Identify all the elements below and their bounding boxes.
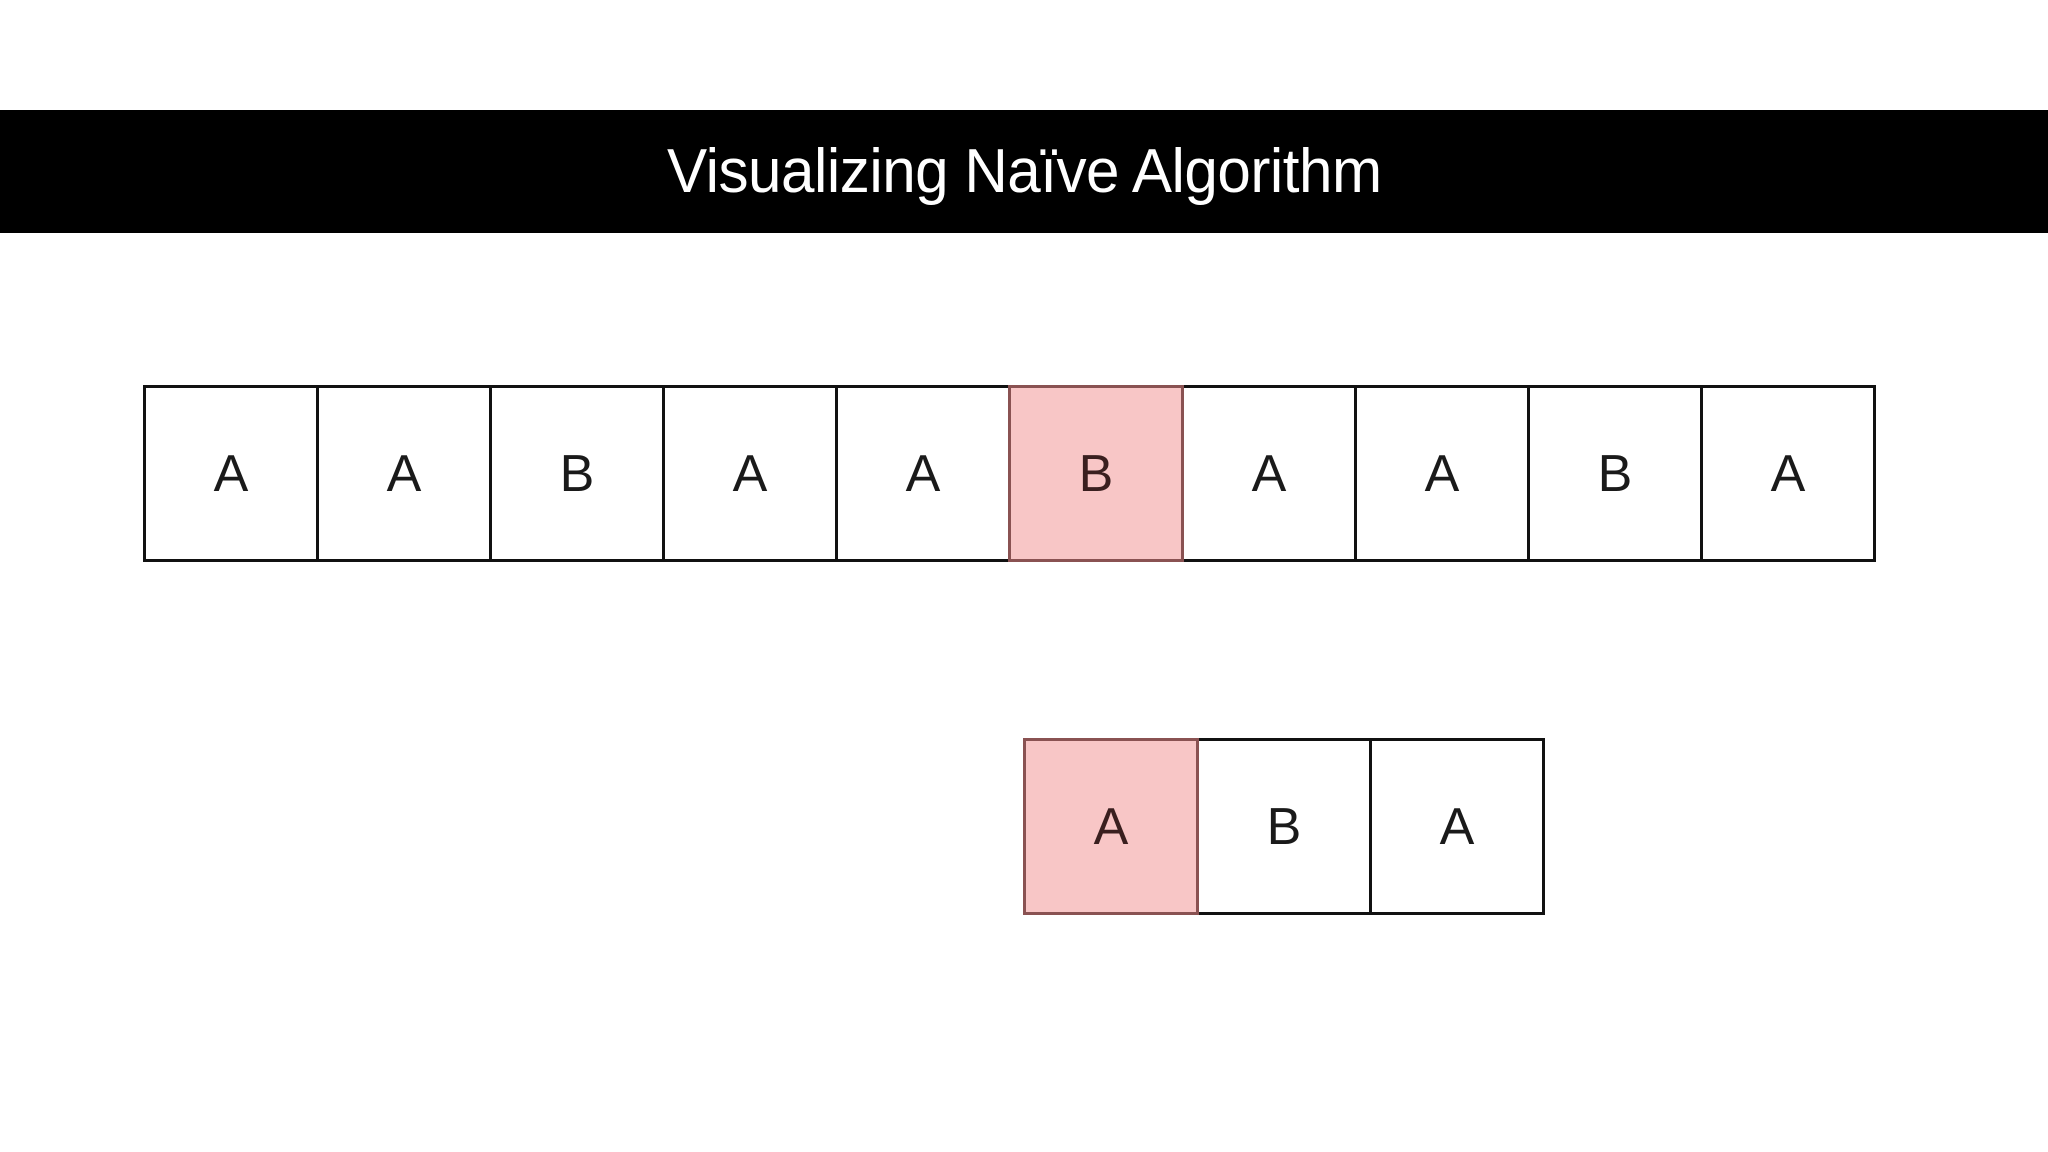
cell-label: A: [1439, 797, 1475, 856]
text-string-row-cell-1[interactable]: A: [316, 385, 492, 562]
text-string-row-cell-8[interactable]: B: [1527, 385, 1703, 562]
pattern-string-row-cell-2[interactable]: A: [1369, 738, 1545, 915]
text-string-row-cell-7[interactable]: A: [1354, 385, 1530, 562]
cell-label: A: [732, 444, 768, 503]
pattern-string-row-cell-0[interactable]: A: [1023, 738, 1199, 915]
pattern-string-row-cell-1[interactable]: B: [1196, 738, 1372, 915]
cell-label: A: [1093, 797, 1129, 856]
cell-label: A: [1770, 444, 1806, 503]
title-banner: Visualizing Naïve Algorithm: [0, 110, 2048, 233]
cell-label: A: [1424, 444, 1460, 503]
cell-label: B: [1597, 444, 1633, 503]
cell-label: B: [1078, 444, 1114, 503]
page-title: Visualizing Naïve Algorithm: [666, 136, 1382, 206]
text-string-row-cell-2[interactable]: B: [489, 385, 665, 562]
text-string-row-cell-6[interactable]: A: [1181, 385, 1357, 562]
text-string-row-cell-4[interactable]: A: [835, 385, 1011, 562]
text-string-row-cell-9[interactable]: A: [1700, 385, 1876, 562]
cell-label: B: [1266, 797, 1302, 856]
cell-label: A: [1251, 444, 1287, 503]
cell-label: B: [559, 444, 595, 503]
cell-label: A: [905, 444, 941, 503]
cell-label: A: [386, 444, 422, 503]
text-string-row-cell-0[interactable]: A: [143, 385, 319, 562]
text-string-row-cell-5[interactable]: B: [1008, 385, 1184, 562]
text-string-row-cell-3[interactable]: A: [662, 385, 838, 562]
cell-label: A: [213, 444, 249, 503]
